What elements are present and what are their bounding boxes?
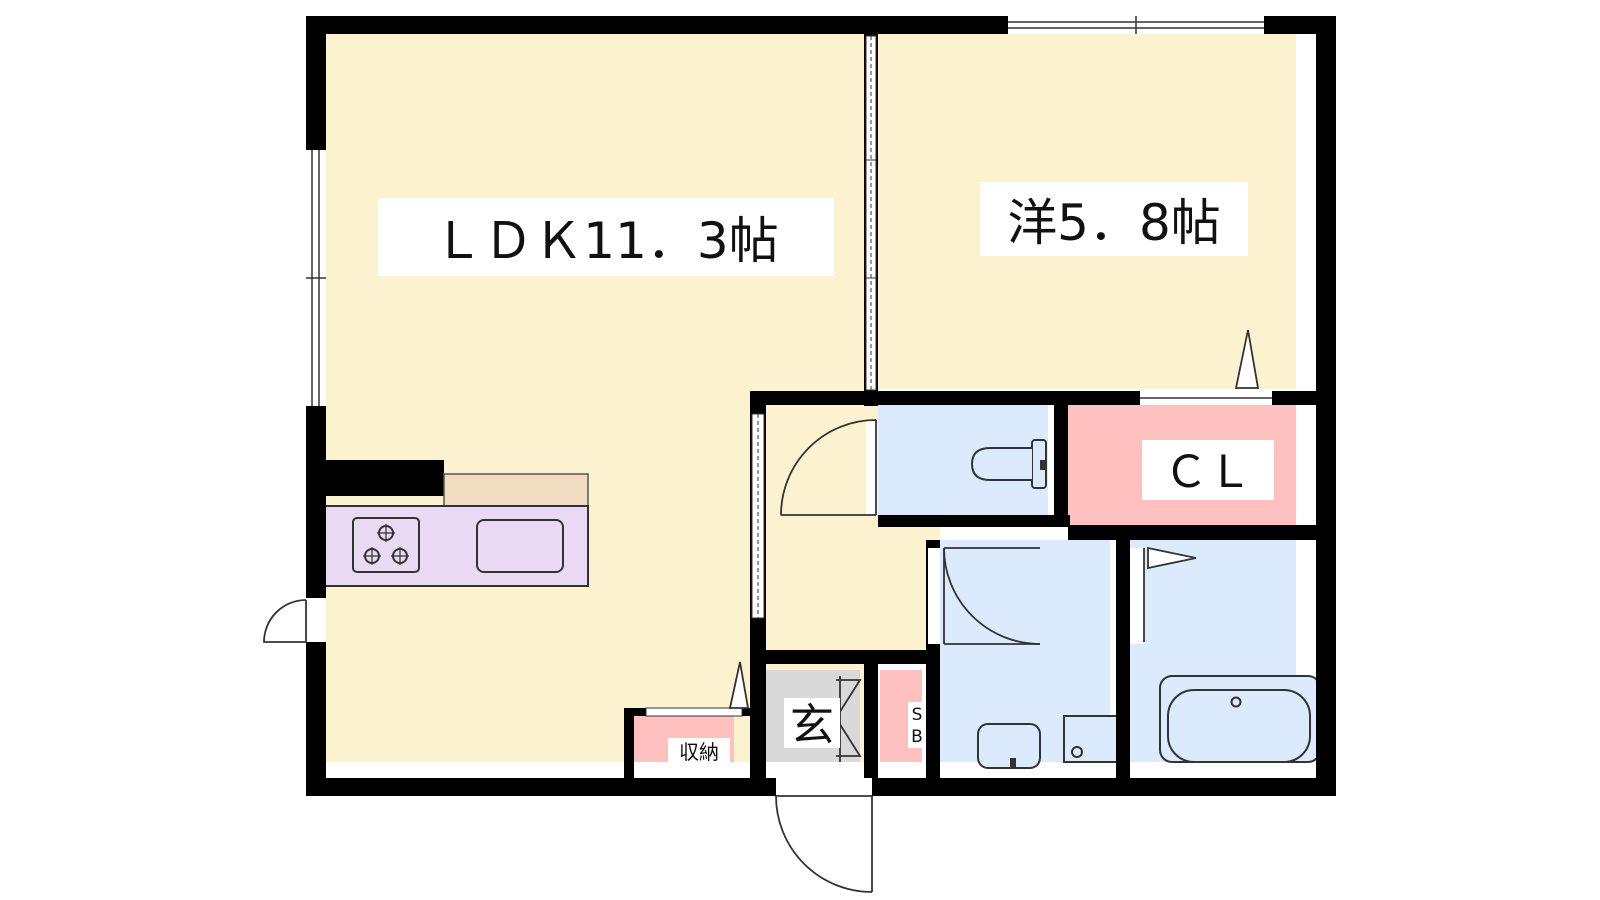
wall-toilet-bottom bbox=[878, 515, 1070, 527]
western-label: 洋5．8帖 bbox=[1007, 194, 1221, 252]
storage-label-bg bbox=[668, 738, 730, 764]
toilet-icon bbox=[970, 439, 1047, 489]
door-entrance bbox=[775, 778, 873, 893]
door-bathroom bbox=[1130, 546, 1197, 644]
wall-storage-left bbox=[624, 708, 634, 778]
wall-genkan-right bbox=[864, 655, 878, 778]
sink-icon bbox=[476, 519, 564, 573]
door-western-closet bbox=[1234, 329, 1260, 389]
shoebox-label-char: B bbox=[911, 727, 923, 747]
wall-genkan-top bbox=[766, 650, 940, 664]
entrance-label: 玄 bbox=[790, 700, 834, 751]
window-left bbox=[306, 150, 326, 406]
entrance-label-bg bbox=[784, 698, 840, 748]
windows bbox=[306, 16, 1272, 717]
closet-label-bg bbox=[1142, 440, 1274, 500]
door-washroom bbox=[928, 547, 1041, 645]
outer-wall-right bbox=[1316, 16, 1336, 796]
window-top bbox=[1008, 16, 1264, 34]
door-toilet bbox=[780, 419, 878, 516]
wall-wash-bath bbox=[1116, 540, 1130, 778]
kitchen-wall-block bbox=[320, 460, 444, 496]
closet-sliding-door bbox=[1140, 391, 1272, 405]
wall-toilet-closet bbox=[1054, 405, 1068, 525]
shoebox-label-char: S bbox=[912, 705, 923, 725]
kitchen bbox=[319, 460, 589, 587]
shoebox-label-bg bbox=[908, 702, 926, 748]
door-balcony bbox=[263, 598, 326, 643]
ldk-label: ＬＤＫ11．3帖 bbox=[433, 212, 778, 270]
western-label-bg bbox=[980, 182, 1248, 256]
closet-label: ＣＬ bbox=[1164, 447, 1252, 498]
sliding-partition bbox=[865, 35, 877, 391]
bathtub-icon bbox=[1159, 675, 1321, 763]
stove-icon bbox=[352, 517, 420, 573]
door-storage bbox=[728, 661, 750, 709]
wall-closet-bottom bbox=[1068, 525, 1316, 540]
hall-sliding-door bbox=[751, 413, 765, 619]
washing-machine-space-icon bbox=[1063, 715, 1123, 763]
storage-door-gap bbox=[645, 707, 743, 717]
storage-label: 収納 bbox=[679, 740, 719, 764]
ldk-label-bg bbox=[378, 198, 834, 276]
kitchen-counter-top bbox=[443, 473, 589, 507]
wash-basin-icon bbox=[977, 723, 1041, 769]
